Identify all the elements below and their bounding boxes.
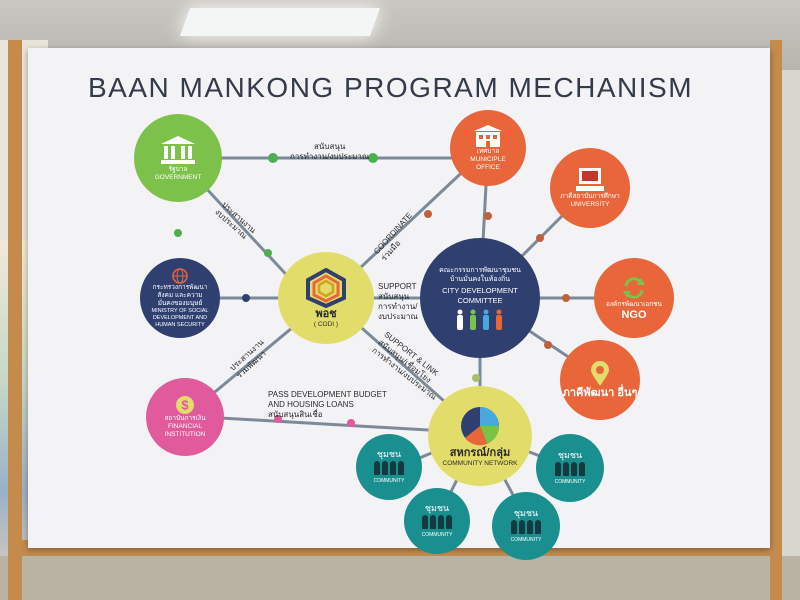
wooden-frame-right — [770, 40, 782, 600]
edge-label-codi-city: SUPPORT สนับสนุน การทำงาน/ งบประมาณ — [378, 282, 418, 321]
mechanism-banner: BAAN MANKONG PROGRAM MECHANISM — [28, 48, 770, 560]
municipal-label-en: MUNICIPLE OFFICE — [470, 156, 506, 171]
node-ngo: องค์กรพัฒนาเอกชน NGO — [594, 258, 674, 338]
financial-label-en: FINANCIAL INSTITUTION — [164, 423, 206, 438]
financial-label-th: สถาบันการเงิน — [164, 415, 206, 422]
node-community: ชุมชน COMMUNITY — [404, 488, 470, 554]
floor — [0, 556, 800, 600]
other-label-th: ภาคีพัฒนา อื่นๆ — [562, 386, 638, 399]
pie-chart-icon — [461, 406, 500, 445]
node-financial-institution: $ สถาบันการเงิน FINANCIAL INSTITUTION — [146, 378, 224, 456]
community-label-en: COMMUNITY — [554, 479, 586, 485]
codi-logo-icon — [306, 267, 346, 308]
edge-label-gov-municipal: สนับสนุน การทำงาน/งบประมาณ — [290, 142, 370, 161]
people-icon — [422, 515, 452, 529]
ngo-label-en: NGO — [621, 308, 647, 321]
svg-text:$: $ — [181, 398, 189, 413]
computer-icon — [576, 168, 604, 191]
location-pin-icon — [591, 360, 609, 386]
government-building-icon — [161, 136, 195, 164]
node-codi: พอช ( CODI ) — [278, 252, 374, 344]
community-label-en: COMMUNITY — [373, 478, 405, 484]
node-community: ชุมชน COMMUNITY — [536, 434, 604, 502]
network-label-th: สหกรณ์/กลุ่ม — [449, 446, 511, 459]
people-icon — [374, 461, 404, 475]
government-label-th: รัฐบาล — [168, 166, 188, 173]
codi-label-th: พอช — [315, 307, 337, 320]
community-label-th: ชุมชน — [557, 450, 583, 460]
node-community: ชุมชน COMMUNITY — [492, 492, 560, 560]
community-label-en: COMMUNITY — [510, 537, 542, 543]
node-ministry: กระทรวงการพัฒนาสังคม และความมั่นคงของมนุ… — [140, 258, 220, 338]
government-label-en: GOVERNMENT — [154, 174, 202, 181]
globe-icon — [172, 267, 188, 284]
wooden-frame-left — [8, 40, 22, 600]
municipal-label-th: เทศบาล — [476, 148, 500, 155]
dollar-icon: $ — [176, 396, 194, 414]
office-building-icon — [474, 125, 502, 147]
node-city-development-committee: คณะกรรมการพัฒนาชุมชน บ้านมั่นคงในท้องถิ่… — [420, 238, 540, 358]
city-label-en: CITY DEVELOPMENT COMMITTEE — [442, 285, 518, 305]
ceiling-light — [179, 8, 381, 36]
node-municipal-office: เทศบาล MUNICIPLE OFFICE — [450, 110, 526, 186]
university-label-en: UNIVERSITY — [570, 201, 610, 208]
node-community-network: สหกรณ์/กลุ่ม COMMUNITY NETWORK — [428, 386, 532, 486]
ngo-label-th: องค์กรพัฒนาเอกชน — [605, 300, 663, 308]
community-label-en: COMMUNITY — [421, 532, 453, 538]
banner-title: BAAN MANKONG PROGRAM MECHANISM — [88, 72, 694, 103]
community-label-th: ชุมชน — [424, 503, 450, 513]
recycle-icon — [623, 276, 645, 299]
node-community: ชุมชน COMMUNITY — [356, 434, 422, 500]
node-government: รัฐบาล GOVERNMENT — [134, 114, 222, 202]
university-label-th: ภาคีสถาบันการศึกษา — [560, 193, 620, 200]
ministry-label-en: MINISTRY OF SOCIAL DEVELOPMENT AND HUMAN… — [151, 307, 209, 328]
people-icon — [457, 309, 502, 330]
network-label-en: COMMUNITY NETWORK — [442, 459, 518, 467]
ministry-label-th: กระทรวงการพัฒนาสังคม และความมั่นคงของมนุ… — [152, 283, 208, 307]
people-icon — [511, 520, 541, 534]
node-university: ภาคีสถาบันการศึกษา UNIVERSITY — [550, 148, 630, 228]
community-label-th: ชุมชน — [513, 508, 539, 518]
node-other-partners: ภาคีพัฒนา อื่นๆ — [560, 340, 640, 420]
city-label-th: คณะกรรมการพัฒนาชุมชน บ้านมั่นคงในท้องถิ่… — [439, 266, 521, 283]
edge-label-financial-network: PASS DEVELOPMENT BUDGET AND HOUSING LOAN… — [268, 390, 387, 419]
people-icon — [555, 462, 585, 476]
codi-label-en: ( CODI ) — [313, 320, 339, 328]
community-label-th: ชุมชน — [376, 449, 402, 459]
